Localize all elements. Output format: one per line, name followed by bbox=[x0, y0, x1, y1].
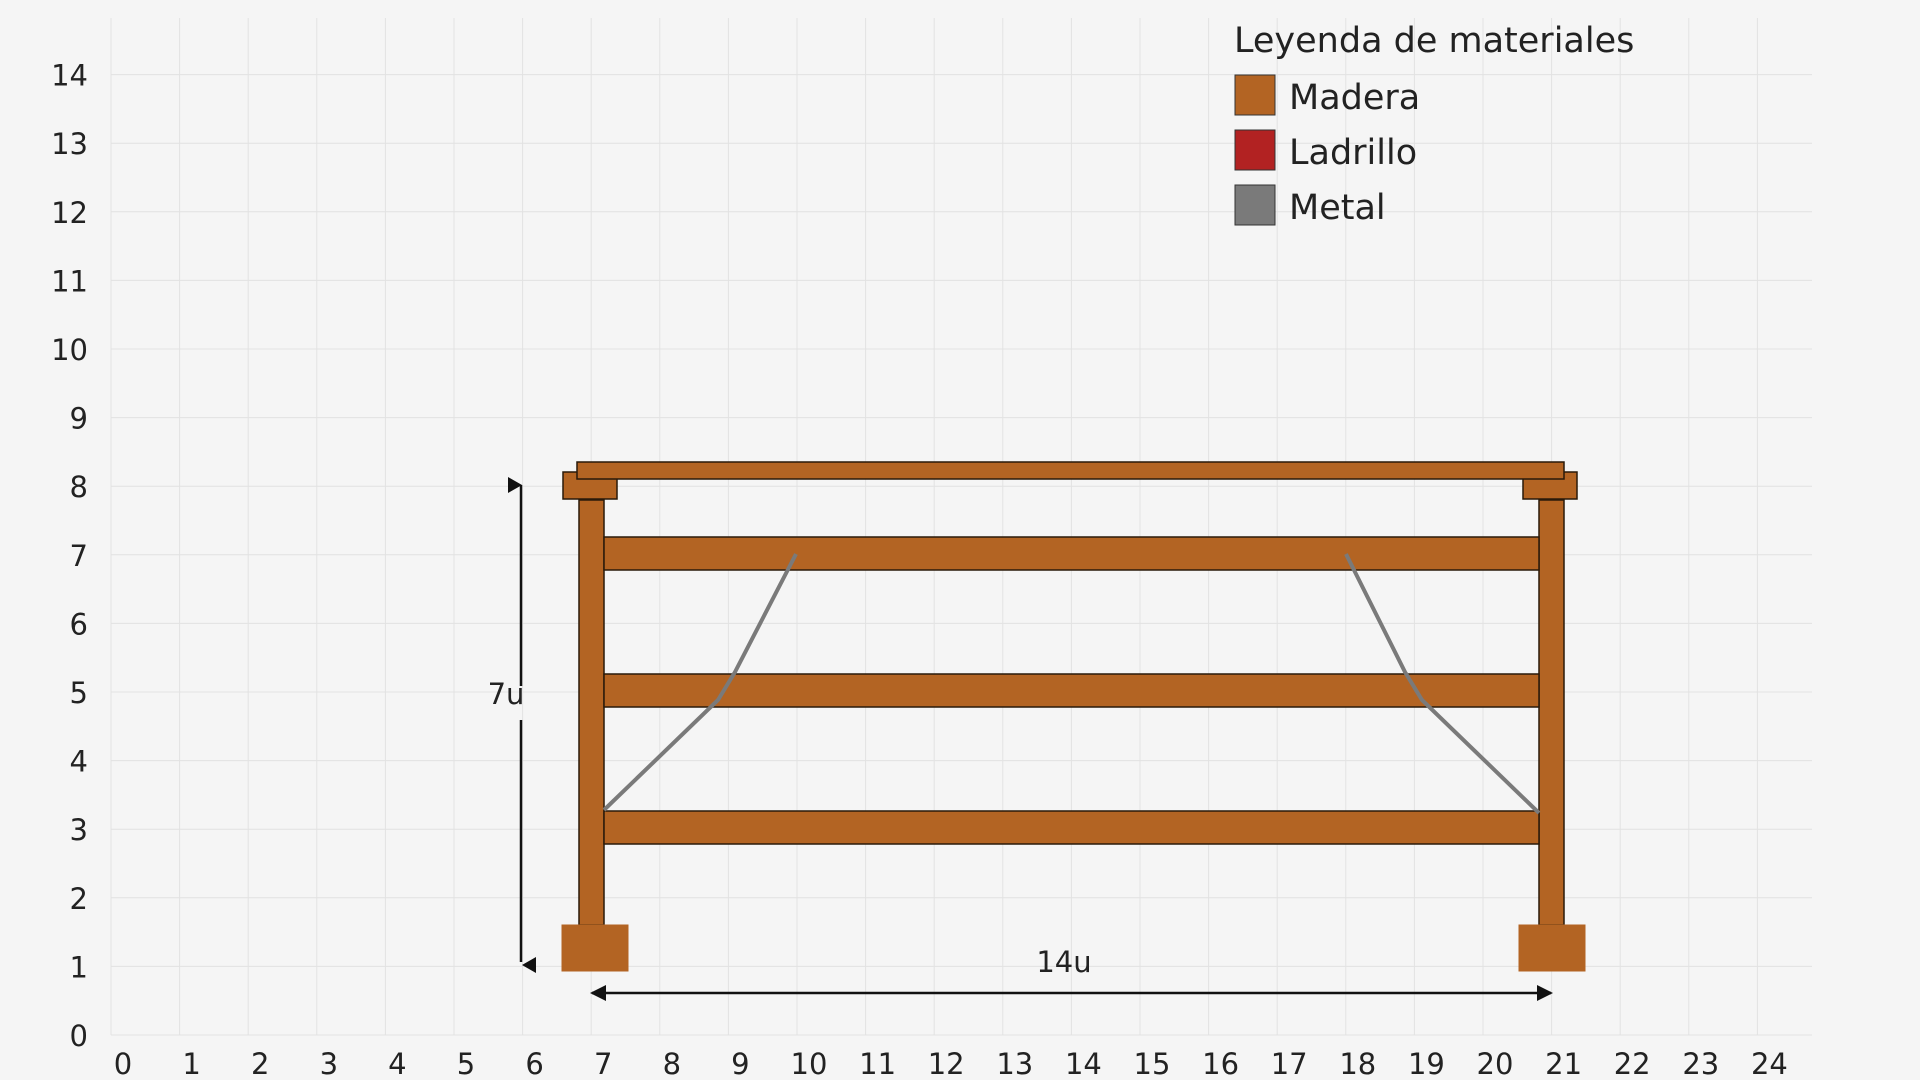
y-tick-label: 7 bbox=[70, 539, 88, 573]
x-tick-label: 3 bbox=[320, 1047, 338, 1080]
right-footing bbox=[1518, 924, 1586, 972]
y-tick-label: 11 bbox=[51, 264, 88, 298]
materials-legend: Leyenda de materiales Madera Ladrillo Me… bbox=[1234, 21, 1634, 228]
x-tick-label: 2 bbox=[251, 1047, 269, 1080]
left-footing bbox=[561, 924, 629, 972]
y-tick-label: 0 bbox=[70, 1019, 88, 1053]
legend-swatch-madera bbox=[1234, 74, 1276, 116]
x-tick-label: 19 bbox=[1408, 1047, 1445, 1080]
x-tick-label: 11 bbox=[859, 1047, 896, 1080]
legend-label-metal: Metal bbox=[1289, 188, 1386, 228]
wooden-structure bbox=[561, 461, 1586, 972]
legend-swatch-metal bbox=[1234, 184, 1276, 226]
x-tick-label: 8 bbox=[663, 1047, 681, 1080]
y-tick-label: 9 bbox=[70, 402, 88, 436]
legend-title: Leyenda de materiales bbox=[1234, 21, 1634, 61]
y-tick-label: 5 bbox=[70, 676, 88, 710]
y-tick-label: 13 bbox=[51, 127, 88, 161]
legend-label-ladrillo: Ladrillo bbox=[1289, 133, 1417, 173]
rail-middle bbox=[603, 673, 1540, 708]
legend-label-madera: Madera bbox=[1289, 78, 1420, 118]
x-tick-label: 16 bbox=[1202, 1047, 1239, 1080]
rail-bottom bbox=[603, 810, 1540, 845]
x-tick-label: 7 bbox=[594, 1047, 612, 1080]
y-tick-label: 10 bbox=[51, 333, 88, 367]
left-metal-brace bbox=[602, 553, 798, 812]
width-arrow-left bbox=[590, 985, 606, 1001]
left-post bbox=[578, 499, 605, 926]
x-tick-label: 18 bbox=[1339, 1047, 1376, 1080]
width-dimension-label: 14u bbox=[1036, 945, 1091, 979]
x-tick-label: 10 bbox=[791, 1047, 828, 1080]
x-tick-label: 24 bbox=[1751, 1047, 1788, 1080]
y-tick-label: 3 bbox=[70, 813, 88, 847]
y-tick-label: 12 bbox=[51, 196, 88, 230]
x-tick-label: 17 bbox=[1271, 1047, 1308, 1080]
right-post bbox=[1538, 499, 1565, 926]
x-tick-label: 4 bbox=[388, 1047, 406, 1080]
right-metal-brace bbox=[1344, 553, 1541, 815]
height-dimension: 7u bbox=[488, 477, 536, 973]
height-arrow-top bbox=[508, 477, 522, 493]
y-tick-label: 1 bbox=[70, 950, 88, 984]
legend-swatch-ladrillo bbox=[1234, 129, 1276, 171]
x-tick-label: 13 bbox=[996, 1047, 1033, 1080]
x-tick-label: 23 bbox=[1682, 1047, 1719, 1080]
y-tick-label: 6 bbox=[70, 607, 88, 641]
y-tick-label: 2 bbox=[70, 882, 88, 916]
width-arrow-right bbox=[1537, 985, 1553, 1001]
y-tick-label: 4 bbox=[70, 745, 88, 779]
y-tick-label: 14 bbox=[51, 59, 88, 93]
width-dimension: 14u bbox=[590, 945, 1553, 1001]
x-tick-label: 9 bbox=[731, 1047, 749, 1080]
rail-top bbox=[603, 536, 1540, 571]
height-dimension-label: 7u bbox=[488, 677, 525, 711]
height-arrow-bottom bbox=[522, 957, 536, 973]
x-tick-label: 5 bbox=[457, 1047, 475, 1080]
x-tick-label: 22 bbox=[1614, 1047, 1651, 1080]
x-tick-label: 12 bbox=[928, 1047, 965, 1080]
x-tick-label: 15 bbox=[1134, 1047, 1171, 1080]
x-tick-label: 6 bbox=[525, 1047, 543, 1080]
x-tick-label: 21 bbox=[1545, 1047, 1582, 1080]
x-tick-label: 0 bbox=[114, 1047, 132, 1080]
y-tick-label: 8 bbox=[70, 470, 88, 504]
x-tick-label: 14 bbox=[1065, 1047, 1102, 1080]
top-beam bbox=[576, 461, 1565, 480]
x-tick-label: 1 bbox=[182, 1047, 200, 1080]
x-tick-label: 20 bbox=[1477, 1047, 1514, 1080]
